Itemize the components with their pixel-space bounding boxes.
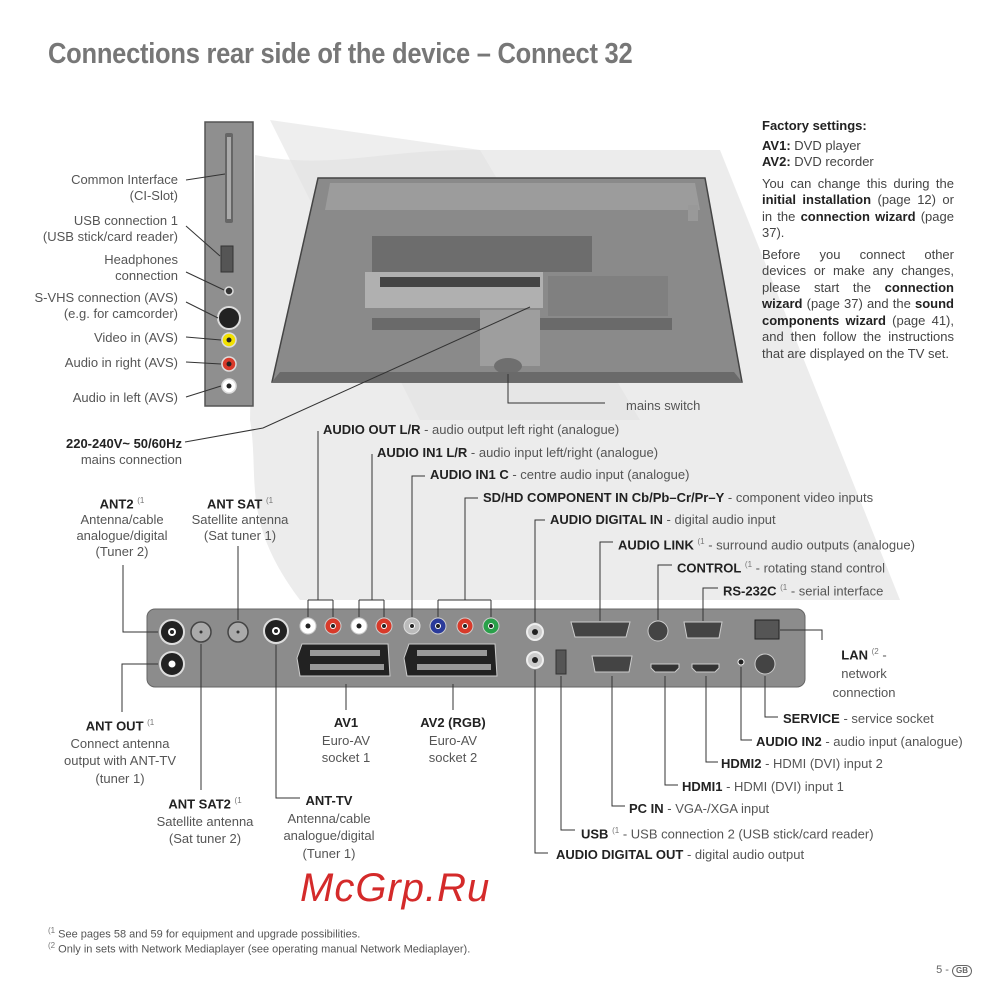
pc-in-socket — [591, 655, 633, 673]
rca-row — [299, 617, 500, 635]
label-mains-switch: mains switch — [626, 398, 701, 413]
gb-badge: GB — [952, 965, 972, 977]
label-hdmi1: HDMI1 - HDMI (DVI) input 1 — [682, 779, 844, 794]
factory-settings-panel: Factory settings: AV1: DVD player AV2: D… — [762, 118, 954, 367]
control-socket — [647, 620, 669, 642]
watermark: McGrp.Ru — [300, 866, 491, 910]
label-svhs: S-VHS connection (AVS)(e.g. for camcorde… — [34, 290, 178, 321]
side-panel — [204, 121, 254, 407]
usb2-port — [555, 649, 567, 675]
label-audio-in1: AUDIO IN1 L/R - audio input left/right (… — [377, 445, 659, 460]
headphones-jack — [224, 286, 234, 296]
label-audio-digital-in: AUDIO DIGITAL IN - digital audio input — [550, 512, 776, 527]
hdmi2-socket — [691, 663, 720, 673]
service-socket — [754, 653, 776, 675]
label-rs232: RS-232C (1 - serial interface — [723, 583, 884, 599]
factory-heading: Factory settings: — [762, 118, 867, 133]
label-control: CONTROL (1 - rotating stand control — [677, 560, 885, 576]
av2-setting-value: DVD recorder — [794, 154, 874, 169]
factory-paragraph-1: You can change this during the initial i… — [762, 175, 954, 241]
label-pc-in: PC IN - VGA-/XGA input — [629, 801, 770, 816]
page-title: Connections rear side of the device – Co… — [48, 38, 633, 70]
label-component: SD/HD COMPONENT IN Cb/Pb–Cr/Pr–Y - compo… — [483, 490, 874, 505]
label-audio-left: Audio in left (AVS) — [72, 390, 178, 405]
rs232-socket — [683, 621, 723, 639]
av1-setting-label: AV1: — [762, 137, 791, 153]
audio-link-socket — [570, 621, 631, 638]
av1-scart-socket — [296, 643, 391, 677]
footnote-2: (2 Only in sets with Network Mediaplayer… — [48, 941, 471, 956]
label-hdmi2: HDMI2 - HDMI (DVI) input 2 — [721, 756, 883, 771]
connector-panel — [146, 608, 806, 688]
label-usb1: USB connection 1(USB stick/card reader) — [42, 213, 178, 244]
label-audio-right: Audio in right (AVS) — [64, 355, 178, 370]
lan-socket — [754, 619, 780, 640]
label-audio-out: AUDIO OUT L/R - audio output left right … — [323, 422, 620, 437]
label-audio-in1c: AUDIO IN1 C - centre audio input (analog… — [430, 467, 690, 482]
factory-paragraph-2: Before you connect other devices or make… — [762, 246, 954, 361]
label-audio-in2: AUDIO IN2 - audio input (analogue) — [756, 734, 963, 749]
label-ci-slot: Common Interface(CI-Slot) — [71, 172, 178, 203]
av1-setting-value: DVD player — [794, 137, 861, 153]
label-service: SERVICE - service socket — [783, 711, 934, 726]
page-number: 5 - GB — [936, 964, 972, 977]
usb1-port — [220, 245, 234, 273]
av2-setting-label: AV2: — [762, 154, 791, 169]
hdmi1-socket — [650, 663, 680, 673]
audio-in2-jack — [737, 658, 745, 666]
label-audio-link: AUDIO LINK (1 - surround audio outputs (… — [618, 537, 915, 553]
footnote-1: (1 See pages 58 and 59 for equipment and… — [48, 926, 361, 941]
tv-rear-illustration — [271, 177, 743, 383]
label-usb2: USB (1 - USB connection 2 (USB stick/car… — [581, 826, 874, 842]
label-video-in: Video in (AVS) — [93, 330, 178, 345]
av2-scart-socket — [403, 643, 498, 677]
label-audio-digital-out: AUDIO DIGITAL OUT - digital audio output — [556, 847, 805, 862]
svhs-port — [217, 306, 241, 330]
